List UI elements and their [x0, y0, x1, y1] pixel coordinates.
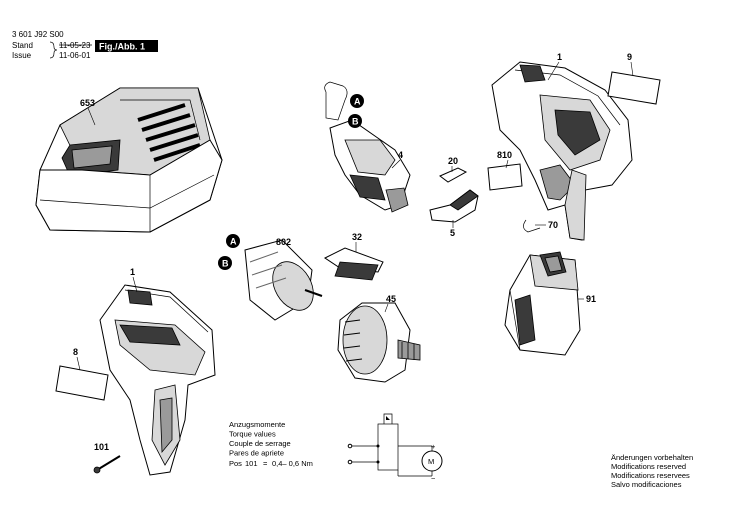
leader-4 [391, 159, 401, 169]
schematic-plus: + [431, 442, 436, 451]
label-810: 810 [497, 150, 512, 160]
wiring-schematic: M + − [347, 413, 443, 483]
part-20 [439, 167, 468, 183]
callout-b-motor-text: B [222, 259, 229, 269]
motor-part [244, 239, 323, 321]
stand-old-date: 11-05-23 [59, 41, 91, 50]
gearbox-part [337, 302, 421, 383]
stand-label: Stand [12, 41, 33, 50]
disclaimer-es: Salvo modificaciones [611, 480, 682, 489]
label-45: 45 [386, 294, 396, 304]
header-block: 3 601 J92 S00 Stand 11-05-23 Issue 11-06… [12, 30, 158, 60]
switch-part [324, 81, 411, 213]
callout-b-motor [218, 256, 232, 270]
figure-label: Fig./Abb. 1 [99, 42, 145, 52]
motor-symbol-label: M [428, 457, 434, 466]
schematic-minus: − [431, 474, 436, 483]
battery-part [504, 251, 581, 356]
disclaimer-en: Modifications reserved [611, 462, 686, 471]
disclaimer-fr: Modifications reservees [611, 471, 690, 480]
callout-a-motor-text: A [230, 237, 237, 247]
label-32: 32 [352, 232, 362, 242]
charger-vent-icon [137, 103, 201, 162]
leader-8 [76, 356, 81, 371]
leader-1-top [547, 61, 560, 81]
housing-half-top [491, 61, 633, 241]
callout-a-motor [226, 234, 240, 248]
torque-line-fr: Couple de serrage [229, 439, 291, 448]
housing-half-bottom [99, 284, 216, 476]
leader-653 [87, 107, 96, 126]
torque-note: Anzugsmomente Torque values Couple de se… [229, 420, 313, 468]
label-1-bottom: 1 [130, 267, 135, 277]
disclaimer-de: Änderungen vorbehalten [611, 453, 693, 462]
sticker-9 [607, 71, 661, 105]
label-101: 101 [94, 442, 109, 452]
label-4: 4 [398, 150, 403, 160]
torque-pos-label: Pos [229, 459, 242, 468]
leader-9 [630, 61, 634, 77]
label-91: 91 [586, 294, 596, 304]
leader-810 [505, 159, 509, 169]
torque-line-de: Anzugsmomente [229, 420, 285, 429]
sticker-810 [487, 163, 523, 191]
callout-a-top-text: A [354, 97, 361, 107]
part-32 [324, 247, 384, 281]
label-653: 653 [80, 98, 95, 108]
leader-45 [384, 303, 389, 313]
clip-70 [523, 219, 541, 233]
callout-b-top [348, 114, 362, 128]
label-9: 9 [627, 52, 632, 62]
label-802: 802 [276, 237, 291, 247]
label-8: 8 [73, 347, 78, 357]
issue-date: 11-06-01 [59, 51, 91, 60]
screw-101 [93, 455, 121, 474]
label-20: 20 [448, 156, 458, 166]
figure-badge [95, 40, 158, 52]
torque-line-en: Torque values [229, 430, 276, 439]
part-5 [429, 189, 479, 223]
doc-number: 3 601 J92 S00 [12, 30, 64, 39]
brace-icon [49, 41, 58, 59]
label-5: 5 [450, 228, 455, 238]
disclaimer-block: Änderungen vorbehalten Modifications res… [611, 453, 693, 489]
label-1-top: 1 [557, 52, 562, 62]
torque-equals: = [263, 459, 268, 468]
callout-b-top-text: B [352, 117, 359, 127]
callout-a-top [350, 94, 364, 108]
torque-value: 0,4– 0,6 Nm [272, 459, 313, 468]
sticker-8 [55, 365, 109, 401]
charger-part [35, 87, 223, 233]
motor-symbol-icon [421, 450, 443, 472]
issue-label: Issue [12, 51, 32, 60]
label-70: 70 [548, 220, 558, 230]
leader-1-bottom [132, 276, 138, 293]
torque-pos-number: 101 [245, 459, 258, 468]
torque-line-es: Pares de apriete [229, 449, 284, 458]
